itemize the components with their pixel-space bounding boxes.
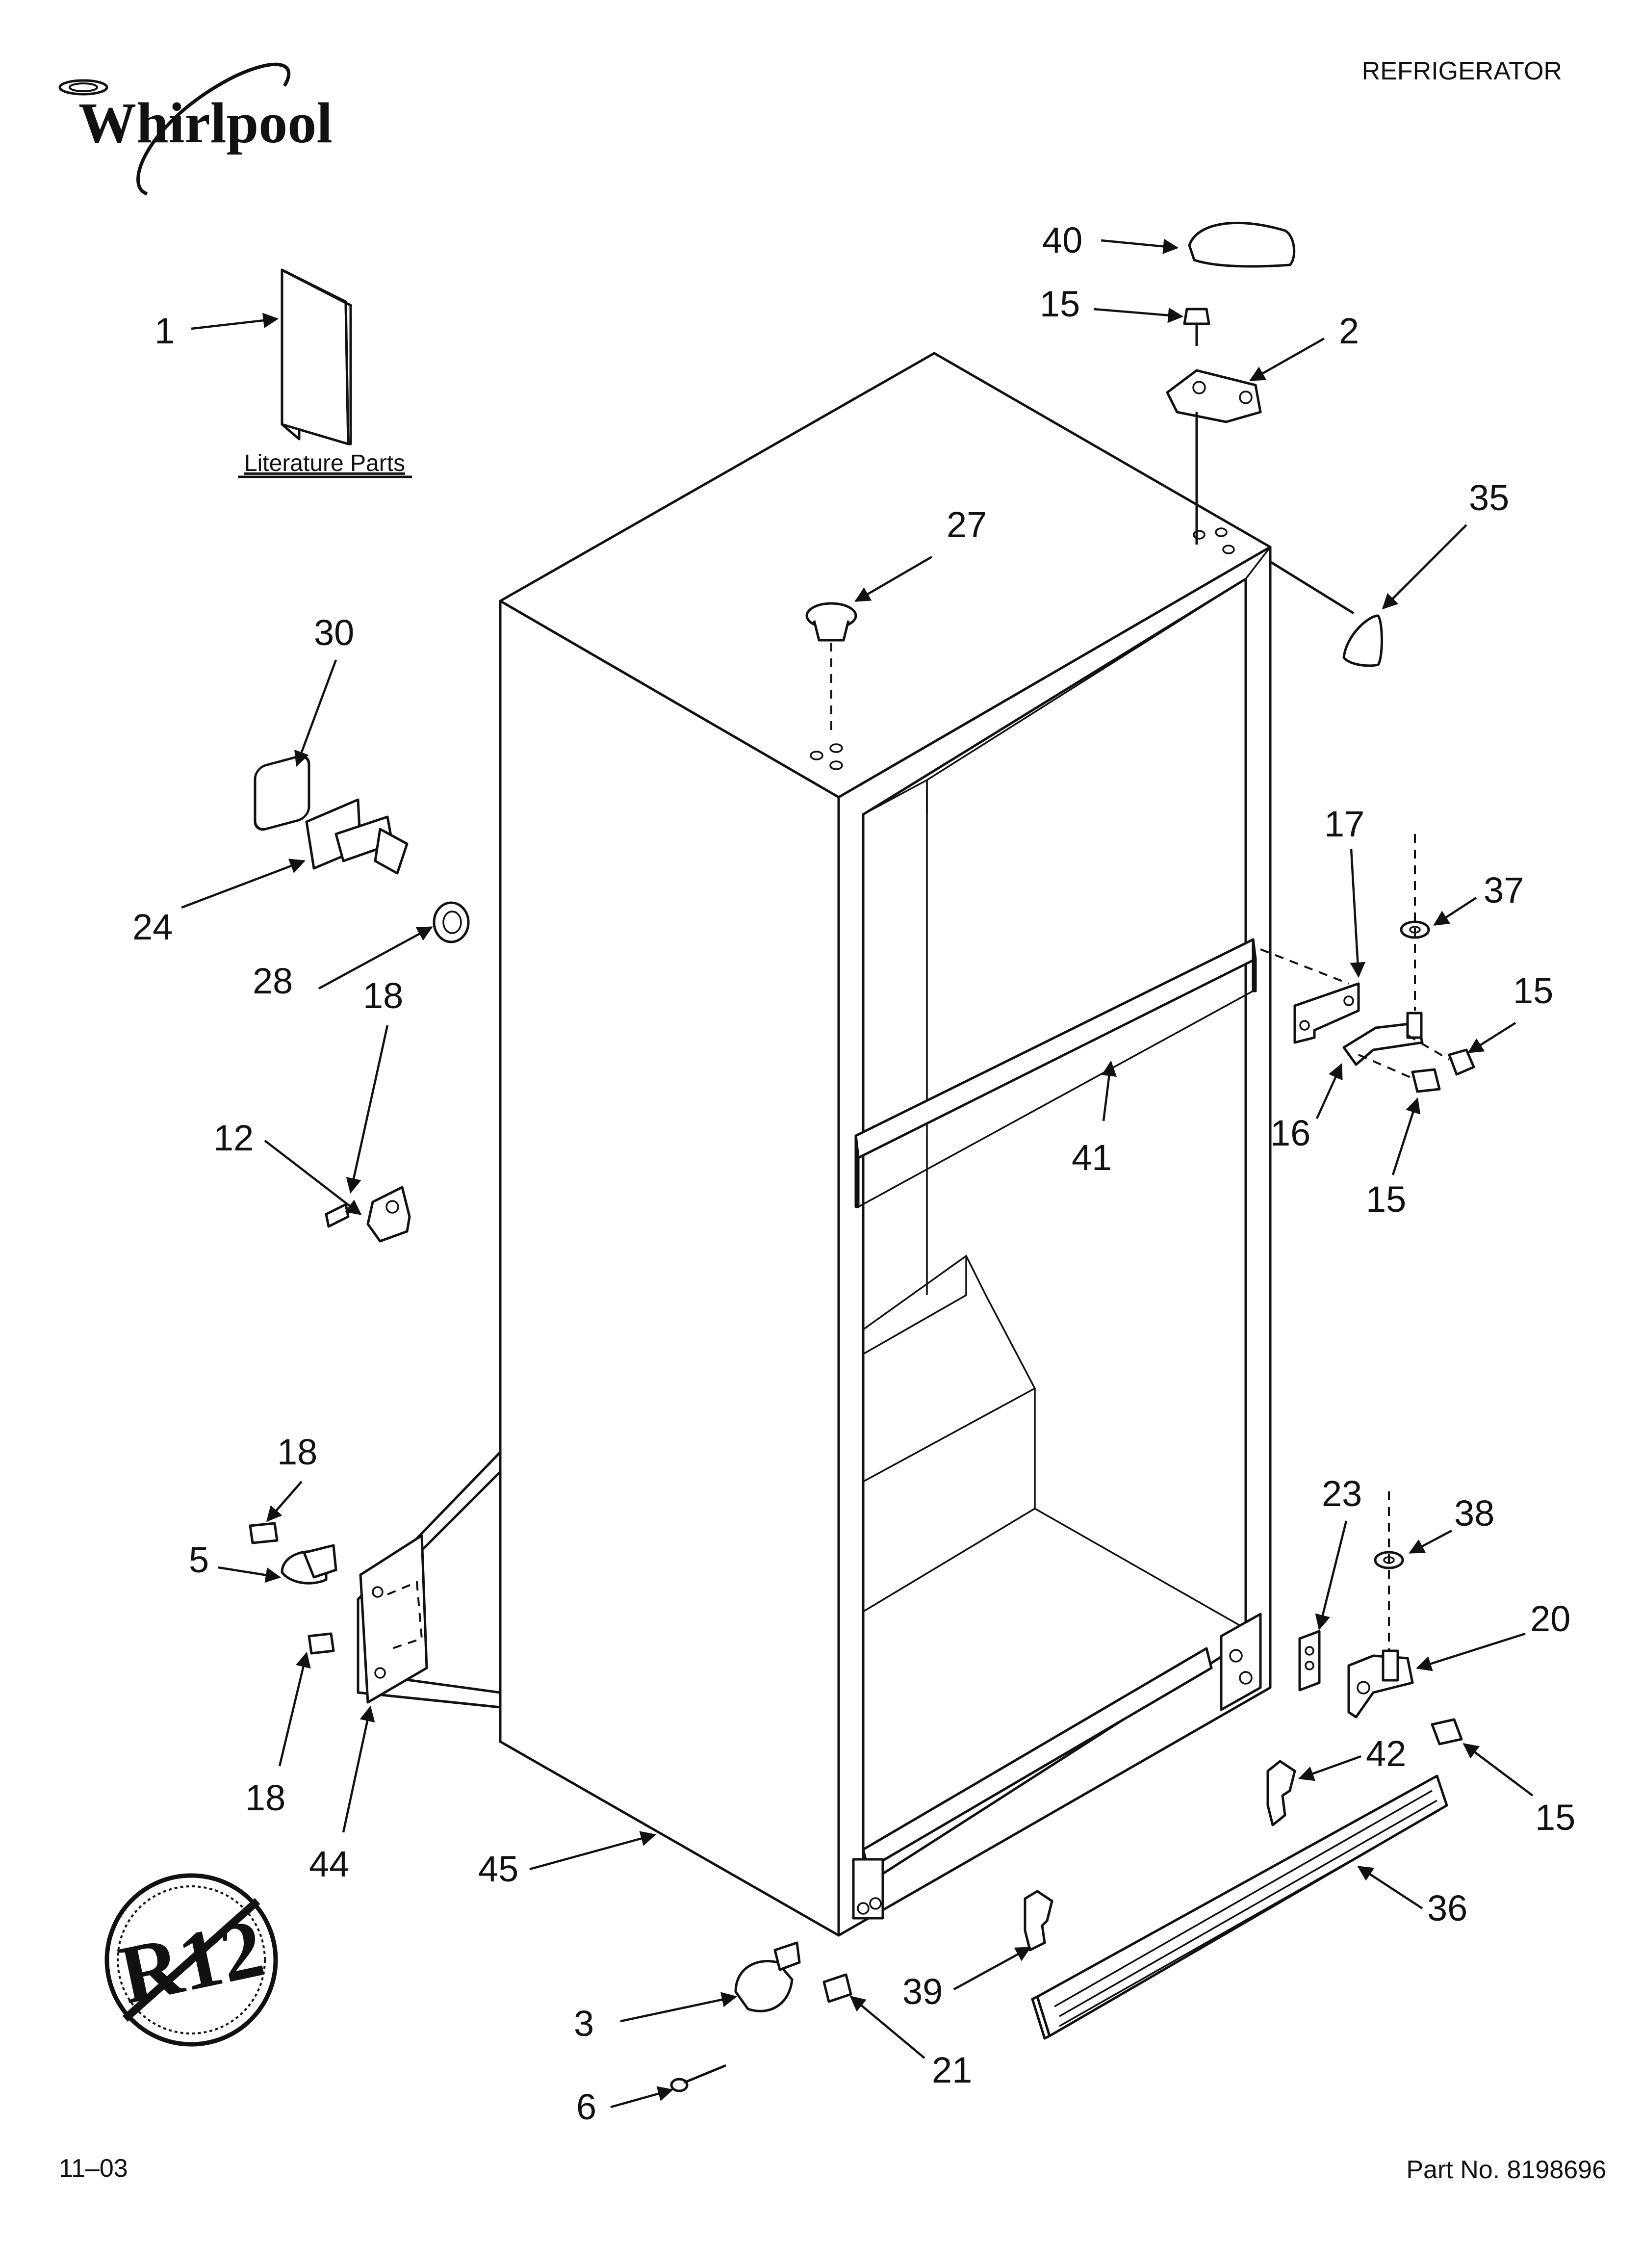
refrigerator-cabinet <box>499 352 1272 1937</box>
toe-grille <box>1031 1774 1448 2040</box>
clip-39 <box>1024 1890 1053 1952</box>
callout-36: 36 <box>1427 1888 1467 1929</box>
pin-6 <box>670 2064 726 2092</box>
callout-40: 40 <box>1042 220 1082 261</box>
callout-23: 23 <box>1322 1473 1362 1514</box>
top-hinge <box>1166 369 1262 545</box>
callout-labels: 40 15 2 1 35 27 30 24 28 18 12 17 37 15 … <box>132 220 1575 2127</box>
callout-21: 21 <box>932 2050 972 2090</box>
callout-24: 24 <box>132 907 173 947</box>
rear-mounting-plate <box>357 1451 502 1709</box>
callout-18-lower-bottom: 18 <box>245 1777 285 1818</box>
callout-6: 6 <box>576 2086 596 2127</box>
clamp-5 <box>281 1544 337 1585</box>
callout-30: 30 <box>314 612 354 653</box>
callout-15-mid-right: 15 <box>1513 970 1553 1011</box>
callout-12: 12 <box>213 1118 254 1158</box>
hinge-bracket-mid <box>1260 948 1360 1044</box>
top-plug <box>805 602 857 731</box>
callout-15-mid-lower: 15 <box>1366 1179 1406 1220</box>
no-r12-badge: R12 <box>104 1873 278 2047</box>
date-code: 11–03 <box>59 2154 128 2183</box>
door-stop-3 <box>734 1941 801 2012</box>
hinge-shim <box>1269 560 1383 667</box>
screw-15-right-lower <box>1358 1054 1441 1093</box>
callout-44: 44 <box>309 1844 349 1884</box>
washer-37 <box>1400 834 1430 1011</box>
grommet-square <box>254 755 310 831</box>
screw-18-lower-lower <box>308 1632 335 1655</box>
center-hinge <box>1342 1012 1424 1066</box>
literature-parts-label: Literature Parts <box>244 450 405 476</box>
callout-39: 39 <box>902 1971 943 2012</box>
callout-1: 1 <box>154 311 175 351</box>
hinge-shim-23 <box>1298 1630 1321 1692</box>
callout-17: 17 <box>1324 804 1364 844</box>
callout-20: 20 <box>1530 1598 1570 1639</box>
callout-37: 37 <box>1484 870 1524 911</box>
callout-15-bottom-right: 15 <box>1535 1797 1575 1838</box>
leader-lines <box>181 238 1534 2109</box>
brand-wordmark: Whirlpool <box>78 91 333 155</box>
callout-27: 27 <box>947 504 987 545</box>
callout-18-lower-top: 18 <box>277 1432 317 1472</box>
callout-18-upper: 18 <box>363 975 403 1016</box>
callout-38: 38 <box>1454 1493 1494 1534</box>
callout-3: 3 <box>574 2003 594 2044</box>
bottom-hinge <box>1347 1649 1414 1719</box>
whirlpool-logo: Whirlpool <box>58 62 333 196</box>
literature-booklet-icon <box>281 268 352 445</box>
callout-2: 2 <box>1339 311 1359 351</box>
screw-15-bottom <box>1431 1718 1463 1746</box>
screw-18-lower-upper <box>249 1522 279 1544</box>
callout-42: 42 <box>1366 1733 1406 1774</box>
clip-left-upper <box>325 1186 411 1243</box>
washer-38 <box>1374 1491 1404 1658</box>
callout-45: 45 <box>478 1849 518 1889</box>
hinge-cover <box>1188 221 1296 268</box>
callout-16: 16 <box>1270 1113 1310 1153</box>
center-rail <box>854 938 1257 1208</box>
hinge-screw-top <box>1183 308 1210 346</box>
leveling-leg <box>305 798 409 875</box>
callout-5: 5 <box>189 1539 209 1580</box>
grommet-round <box>433 901 470 943</box>
part-number: Part No. 8198696 <box>1406 2156 1606 2184</box>
callout-15-top: 15 <box>1040 284 1080 324</box>
page-title: REFRIGERATOR <box>1362 57 1562 85</box>
screw-21 <box>822 1973 852 2003</box>
callout-35: 35 <box>1469 477 1509 518</box>
screw-15-right-upper <box>1407 1034 1475 1076</box>
callout-41: 41 <box>1072 1137 1112 1178</box>
clip-42 <box>1266 1760 1296 1826</box>
callout-28: 28 <box>253 961 293 1001</box>
